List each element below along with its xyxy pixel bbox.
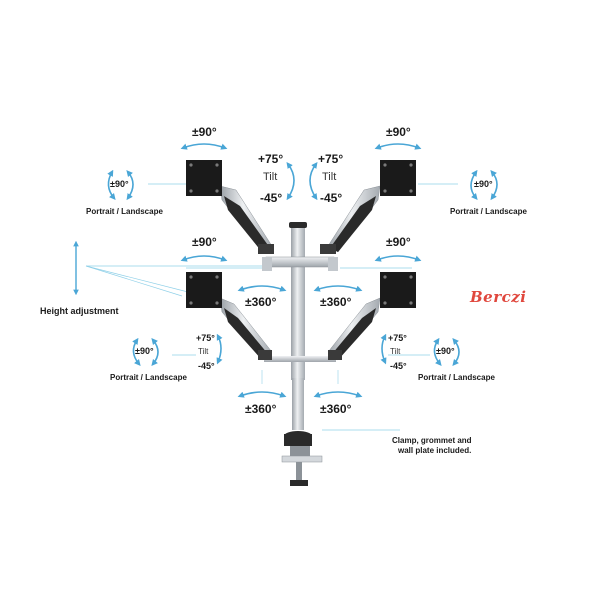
- clamp-caption: Clamp, grommet and wall plate included.: [392, 436, 492, 456]
- portrait-landscape-upper-left: Portrait / Landscape: [86, 207, 163, 216]
- vesa-plate-icon: [186, 272, 222, 308]
- tilt-up-label-right: +75°: [318, 152, 344, 166]
- swivel-label-middle-left: ±90°: [192, 235, 217, 249]
- height-adjustment-label: Height adjustment: [40, 306, 119, 316]
- central-pole: [262, 222, 338, 430]
- watermark-logo: Berczi: [470, 288, 527, 306]
- vesa-plate-icon: [380, 160, 416, 196]
- vesa-plate-icon: [380, 272, 416, 308]
- arm-upper-left: [219, 185, 274, 254]
- tilt-down-small-left: -45°: [198, 361, 215, 371]
- guide-lines: [85, 183, 458, 431]
- portrait-landscape-lower-left: Portrait / Landscape: [110, 373, 187, 382]
- tilt-down-label-right: -45°: [320, 191, 343, 205]
- tilt-word-right: Tilt: [322, 171, 337, 183]
- arm-lower-left: [219, 297, 273, 361]
- vesa-plate-icon: [186, 160, 222, 196]
- tilt-word-small-left: Tilt: [198, 347, 209, 356]
- rotation-label-lower-right: ±90°: [436, 346, 455, 356]
- arm-upper-right: [320, 185, 381, 254]
- swivel-label-upper-left: ±90°: [192, 125, 217, 139]
- swivel360-label-middle-right: ±360°: [320, 295, 352, 309]
- swivel360-label-bottom-left: ±360°: [245, 402, 277, 416]
- tilt-down-label-left: -45°: [260, 191, 283, 205]
- rotation-label-upper-right: ±90°: [474, 179, 493, 189]
- rotation-label-upper-left: ±90°: [110, 179, 129, 189]
- tilt-up-label-left: +75°: [258, 152, 284, 166]
- arm-lower-right: [327, 297, 381, 361]
- tilt-up-small-left: +75°: [196, 333, 215, 343]
- swivel360-label-bottom-right: ±360°: [320, 402, 352, 416]
- tilt-up-small-right: +75°: [388, 333, 407, 343]
- portrait-landscape-upper-right: Portrait / Landscape: [450, 207, 527, 216]
- desk-clamp-icon: [281, 431, 323, 486]
- clamp-caption-line2: wall plate included.: [398, 446, 472, 455]
- portrait-landscape-lower-right: Portrait / Landscape: [418, 373, 495, 382]
- swivel-label-upper-right: ±90°: [386, 125, 411, 139]
- tilt-word-left: Tilt: [263, 171, 278, 183]
- rotation-label-lower-left: ±90°: [135, 346, 154, 356]
- curved-double-arrow-icon: [107, 143, 498, 398]
- swivel360-label-middle-left: ±360°: [245, 295, 277, 309]
- swivel-label-middle-right: ±90°: [386, 235, 411, 249]
- clamp-caption-line1: Clamp, grommet and: [392, 436, 472, 445]
- tilt-down-small-right: -45°: [390, 361, 407, 371]
- tilt-word-small-right: Tilt: [390, 347, 401, 356]
